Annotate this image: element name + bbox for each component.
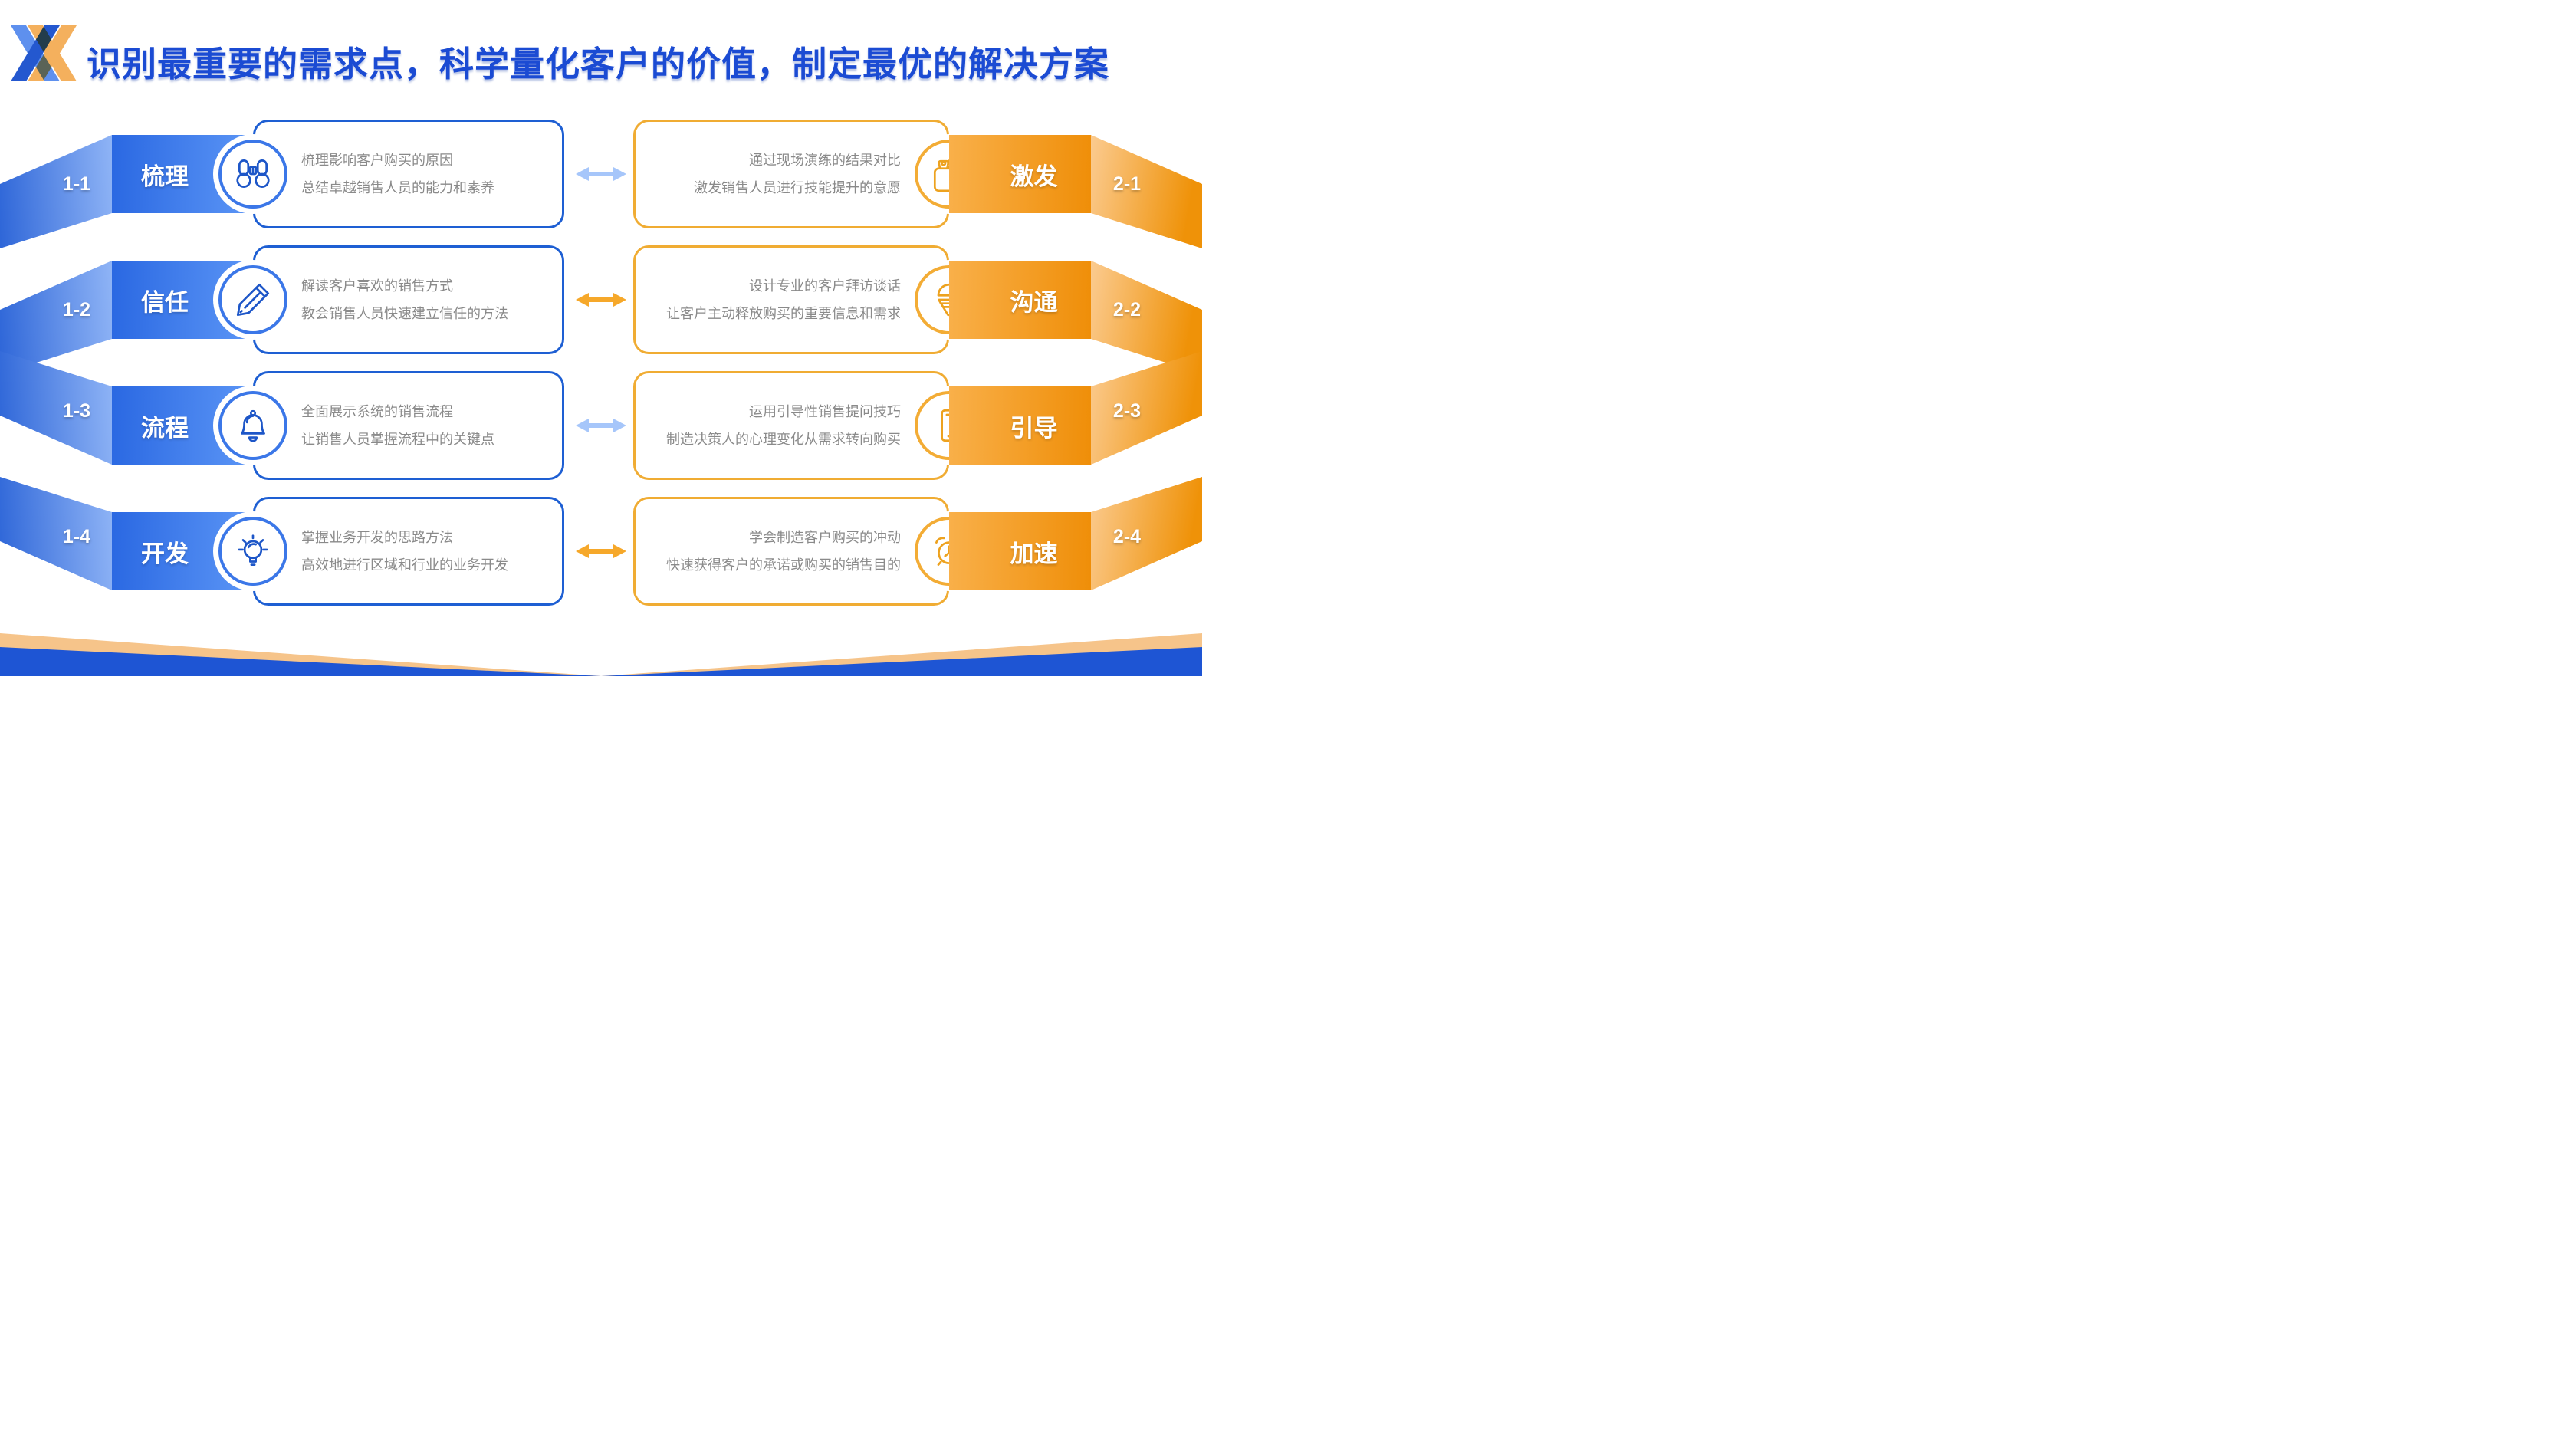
step-label: 激发 <box>1010 163 1058 190</box>
step-label: 引导 <box>1010 414 1058 442</box>
step-label: 沟通 <box>1010 288 1058 316</box>
bell-icon <box>241 409 265 442</box>
step-band-right <box>949 512 1091 590</box>
step-number: 2-3 <box>1112 400 1142 422</box>
description-line: 制造决策人的心理变化从需求转向购买 <box>666 432 901 447</box>
icon-circle <box>219 391 288 460</box>
description-line: 全面展示系统的销售流程 <box>301 404 453 419</box>
icon-circle <box>219 140 288 209</box>
description-line: 让客户主动释放购买的重要信息和需求 <box>666 306 901 321</box>
double-arrow-icon <box>576 544 626 558</box>
description-line: 高效地进行区域和行业的业务开发 <box>301 557 508 573</box>
description-box: 学会制造客户购买的冲动 快速获得客户的承诺或购买的销售目的 <box>633 497 949 606</box>
step-band-right <box>949 135 1091 213</box>
description-line: 激发销售人员进行技能提升的意愿 <box>694 180 901 196</box>
description-line: 学会制造客户购买的冲动 <box>749 530 901 545</box>
brand-x-logo <box>11 25 77 81</box>
step-label: 开发 <box>141 540 189 567</box>
description-line: 梳理影响客户购买的原因 <box>301 153 453 168</box>
description-line: 设计专业的客户拜访谈话 <box>749 278 901 294</box>
description-box: 掌握业务开发的思路方法 高效地进行区域和行业的业务开发 <box>253 497 564 606</box>
description-box: 梳理影响客户购买的原因 总结卓越销售人员的能力和素养 <box>253 120 564 228</box>
step-label: 信任 <box>141 288 189 316</box>
binoculars-icon <box>236 159 270 188</box>
double-arrow-icon <box>576 419 626 432</box>
description-line: 通过现场演练的结果对比 <box>749 153 901 168</box>
description-box: 解读客户喜欢的销售方式 教会销售人员快速建立信任的方法 <box>253 245 564 354</box>
description-line: 掌握业务开发的思路方法 <box>301 530 453 545</box>
slide: 识别最重要的需求点，科学量化客户的价值，制定最优的解决方案 1-1 梳理 梳理影… <box>0 0 1202 676</box>
description-line: 快速获得客户的承诺或购买的销售目的 <box>666 557 901 573</box>
description-line: 总结卓越销售人员的能力和素养 <box>301 180 495 196</box>
step-number: 1-4 <box>62 526 91 547</box>
icon-circle <box>219 265 288 334</box>
step-label: 加速 <box>1010 540 1058 567</box>
row: 1-4 开发 掌握业务开发的思路方法 高效地进行区域和行业的业务开发 学会制造客… <box>0 477 1202 606</box>
row: 1-3 流程 全面展示系统的销售流程 让销售人员掌握流程中的关键点 运用引导性销… <box>0 351 1202 480</box>
description-line: 运用引导性销售提问技巧 <box>749 404 901 419</box>
icon-circle <box>219 517 288 586</box>
description-line: 让销售人员掌握流程中的关键点 <box>301 432 495 447</box>
description-box: 运用引导性销售提问技巧 制造决策人的心理变化从需求转向购买 <box>633 371 949 480</box>
description-box: 通过现场演练的结果对比 激发销售人员进行技能提升的意愿 <box>633 120 949 228</box>
step-band-right <box>949 386 1091 465</box>
page-title: 识别最重要的需求点，科学量化客户的价值，制定最优的解决方案 <box>87 44 1110 84</box>
step-number: 2-2 <box>1112 299 1142 320</box>
step-band-right <box>949 261 1091 339</box>
row: 1-1 梳理 梳理影响客户购买的原因 总结卓越销售人员的能力和素养 通过现场演练… <box>0 120 1202 248</box>
double-arrow-icon <box>576 167 626 181</box>
step-number: 2-4 <box>1112 526 1142 547</box>
double-arrow-icon <box>576 293 626 307</box>
description-box: 设计专业的客户拜访谈话 让客户主动释放购买的重要信息和需求 <box>633 245 949 354</box>
description-line: 教会销售人员快速建立信任的方法 <box>301 306 508 321</box>
pencil-icon <box>236 283 270 317</box>
step-number: 1-1 <box>62 173 91 195</box>
step-number: 2-1 <box>1112 173 1142 195</box>
lightbulb-icon <box>238 534 268 567</box>
description-line: 解读客户喜欢的销售方式 <box>301 278 453 294</box>
description-box: 全面展示系统的销售流程 让销售人员掌握流程中的关键点 <box>253 371 564 480</box>
step-label: 梳理 <box>141 163 189 190</box>
step-label: 流程 <box>141 414 189 442</box>
row: 1-2 信任 解读客户喜欢的销售方式 教会销售人员快速建立信任的方法 设计专业的… <box>0 245 1202 374</box>
step-number: 1-2 <box>62 299 91 320</box>
step-number: 1-3 <box>62 400 91 422</box>
